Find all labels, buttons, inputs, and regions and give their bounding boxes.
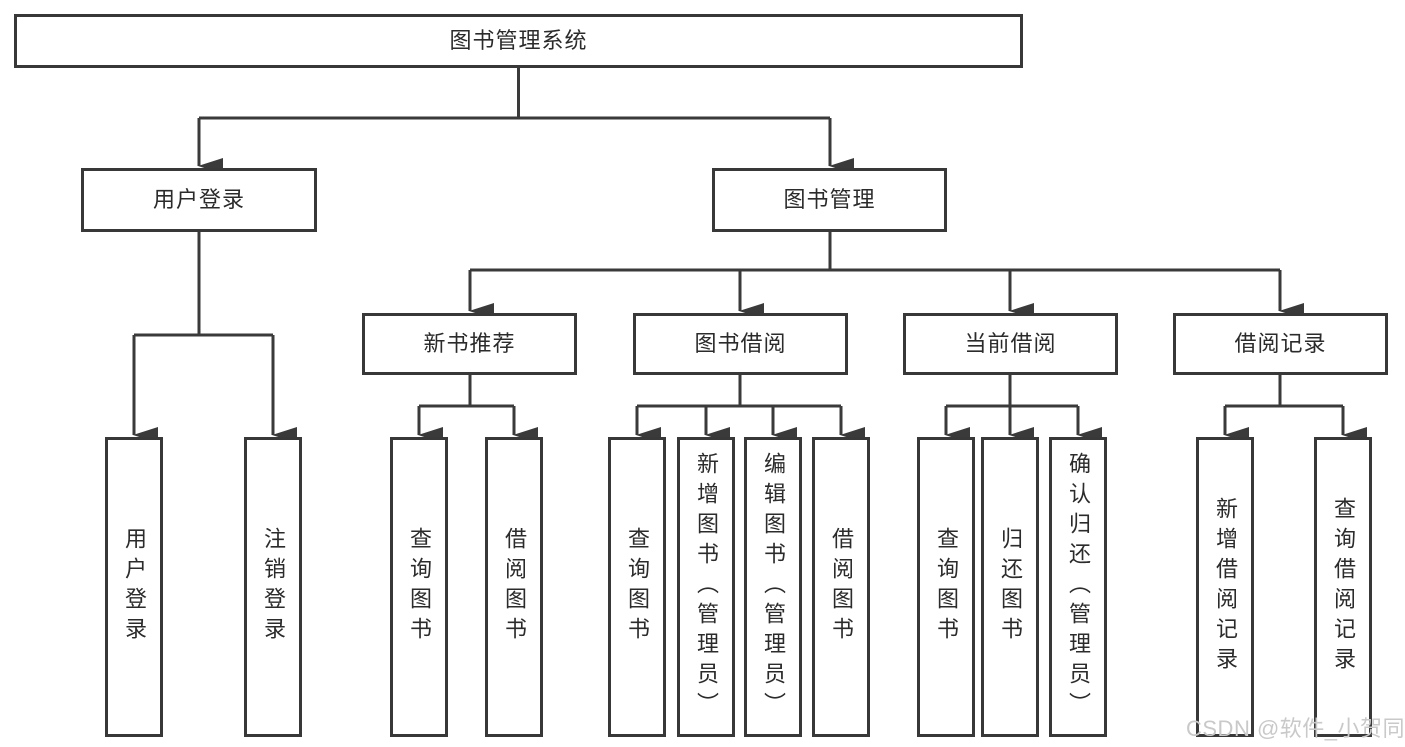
node-new-book-rec: 新书推荐 xyxy=(362,313,577,375)
node-book-borrow-label: 图书借阅 xyxy=(694,331,787,356)
leaf-bb-query-book-label: 查询图书 xyxy=(625,527,650,647)
node-root: 图书管理系统 xyxy=(14,14,1023,68)
leaf-br-query-record: 查询借阅记录 xyxy=(1314,437,1372,737)
leaf-cb-return-book: 归还图书 xyxy=(981,437,1039,737)
leaf-cb-confirm-return: 确认归还（管理员） xyxy=(1049,437,1107,737)
node-user-login: 用户登录 xyxy=(81,168,317,232)
leaf-logout-label: 注销登录 xyxy=(261,527,286,647)
leaf-bb-add-book: 新增图书（管理员） xyxy=(677,437,735,737)
leaf-cb-query-book-label: 查询图书 xyxy=(934,527,959,647)
leaf-bb-edit-book-label: 编辑图书（管理员） xyxy=(761,452,786,722)
node-book-mgmt: 图书管理 xyxy=(712,168,947,232)
leaf-bb-query-book: 查询图书 xyxy=(608,437,666,737)
leaf-br-query-record-label: 查询借阅记录 xyxy=(1331,497,1356,677)
node-current-borrow: 当前借阅 xyxy=(903,313,1118,375)
leaf-rec-borrow-book-label: 借阅图书 xyxy=(502,527,527,647)
leaf-bb-borrow-book: 借阅图书 xyxy=(812,437,870,737)
leaf-br-add-record: 新增借阅记录 xyxy=(1196,437,1254,737)
leaf-cb-confirm-return-label: 确认归还（管理员） xyxy=(1066,452,1091,722)
node-book-mgmt-label: 图书管理 xyxy=(783,187,876,212)
leaf-user-login-label: 用户登录 xyxy=(122,527,147,647)
node-root-label: 图书管理系统 xyxy=(449,28,588,53)
node-book-borrow: 图书借阅 xyxy=(633,313,848,375)
leaf-cb-return-book-label: 归还图书 xyxy=(998,527,1023,647)
leaf-rec-query-book: 查询图书 xyxy=(390,437,448,737)
node-borrow-records: 借阅记录 xyxy=(1173,313,1388,375)
leaf-logout: 注销登录 xyxy=(244,437,302,737)
leaf-user-login: 用户登录 xyxy=(105,437,163,737)
leaf-rec-query-book-label: 查询图书 xyxy=(407,527,432,647)
leaf-br-add-record-label: 新增借阅记录 xyxy=(1213,497,1238,677)
node-user-login-label: 用户登录 xyxy=(152,187,245,212)
watermark: CSDN @软件_小贺同学 xyxy=(1186,716,1405,741)
node-borrow-records-label: 借阅记录 xyxy=(1234,331,1327,356)
node-current-borrow-label: 当前借阅 xyxy=(964,331,1057,356)
leaf-bb-add-book-label: 新增图书（管理员） xyxy=(694,452,719,722)
leaf-bb-borrow-book-label: 借阅图书 xyxy=(829,527,854,647)
node-new-book-rec-label: 新书推荐 xyxy=(423,331,516,356)
leaf-rec-borrow-book: 借阅图书 xyxy=(485,437,543,737)
leaf-cb-query-book: 查询图书 xyxy=(917,437,975,737)
leaf-bb-edit-book: 编辑图书（管理员） xyxy=(744,437,802,737)
